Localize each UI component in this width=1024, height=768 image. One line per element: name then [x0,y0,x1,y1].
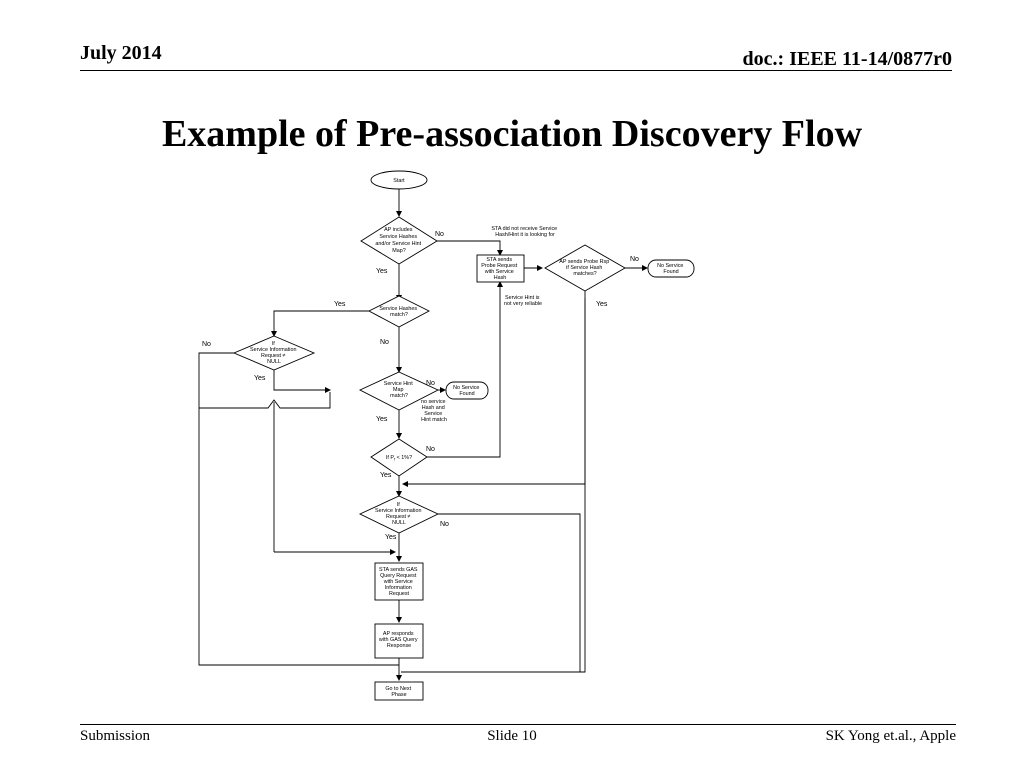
edge-d3-no-cross [199,392,331,409]
label-d6-yes: Yes [385,534,397,541]
edge-d3-no [198,352,399,666]
flow-annotations: STA did not receive Service Hash/Hint it… [202,226,639,541]
probe-label: STA sends Probe Request with Service Has… [481,257,518,281]
note-hint-reliable: Service Hint is not very reliable [504,295,542,307]
d3-label: If Service Information Request ≠ NULL [250,341,298,365]
edge-d1-probe [437,240,503,256]
next-label: Go to Next Phase [385,686,412,698]
label-d5-yes: Yes [380,472,392,479]
box-ap-gas-response: AP responds with GAS Query Response [374,623,424,659]
decision-service-hashes-match: Service Hashes match? [368,295,430,328]
label-d7-yes: Yes [596,301,608,308]
label-d5-no: No [426,446,435,453]
gas-label: STA sends GAS Query Request with Service… [379,567,419,597]
decision-ap-includes-hashes: AP includes Service Hashes and/or Servic… [360,216,438,265]
edge-d2-d3 [271,310,370,337]
d5-label: If Pf < 1%? [386,455,412,462]
d1-label: AP includes Service Hashes and/or Servic… [375,227,422,254]
nsf2-label: No Service Found [453,385,481,397]
label-d1-no: No [435,231,444,238]
box-sta-probe-request: STA sends Probe Request with Service Has… [476,254,525,283]
note-hint-top: STA did not receive Service Hash/Hint it… [491,226,558,238]
edge-d3-yes [273,370,331,393]
label-d3-yes: Yes [254,375,266,382]
box-go-to-next-phase: Go to Next Phase [374,681,424,701]
edge-d7-d6 [402,298,586,487]
flow-connectors [198,189,648,681]
note-no-match: no service Hash and Service Hint match [421,399,447,423]
footer-slide-number: Slide 10 [487,728,537,744]
decision-service-info-request-1: If Service Information Request ≠ NULL [232,335,316,371]
footer-authors: SK Yong et.al., Apple [825,728,956,744]
slide-title: Example of Pre-association Discovery Flo… [161,113,863,155]
edge-d7-yes [401,291,586,673]
decision-service-info-request-2: If Service Information Request ≠ NULL [358,495,440,534]
decision-ap-probe-rsp: AP sends Probe Rsp if Service Hash match… [544,244,626,292]
start-terminal: Start [370,170,428,190]
label-d4-no: No [426,380,435,387]
d2-label: Service Hashes match? [379,306,418,318]
label-d3-no: No [202,341,211,348]
d4-label: Service Hint Map match? [384,381,415,399]
label-d2-no: No [380,339,389,346]
terminal-no-service-found-1: No Service Found [647,259,695,278]
header-date: July 2014 [80,42,162,64]
box-sta-gas-query: STA sends GAS Query Request with Service… [374,562,424,601]
header-rule [80,70,952,71]
start-label: Start [393,178,405,184]
decision-pf-threshold: If Pf < 1%? [370,438,428,477]
d7-label: AP sends Probe Rsp if Service Hash match… [559,259,610,277]
edge-d6-no [438,513,581,672]
label-d1-yes: Yes [376,268,388,275]
edge-d5-probe [427,281,503,458]
d6-label: If Service Information Request ≠ NULL [375,502,423,526]
label-d2-yes: Yes [334,301,346,308]
decision-service-hint-map-match: Service Hint Map match? [358,371,440,411]
label-d7-no: No [630,256,639,263]
terminal-no-service-found-2: No Service Found [445,381,489,400]
footer-submission: Submission [80,728,151,744]
header-doc-id: doc.: IEEE 11-14/0877r0 [742,48,952,70]
footer-rule [80,724,956,725]
label-d4-yes: Yes [376,416,388,423]
nsf1-label: No Service Found [657,263,685,275]
resp-label: AP responds with GAS Query Response [378,631,419,649]
label-d6-no: No [440,521,449,528]
